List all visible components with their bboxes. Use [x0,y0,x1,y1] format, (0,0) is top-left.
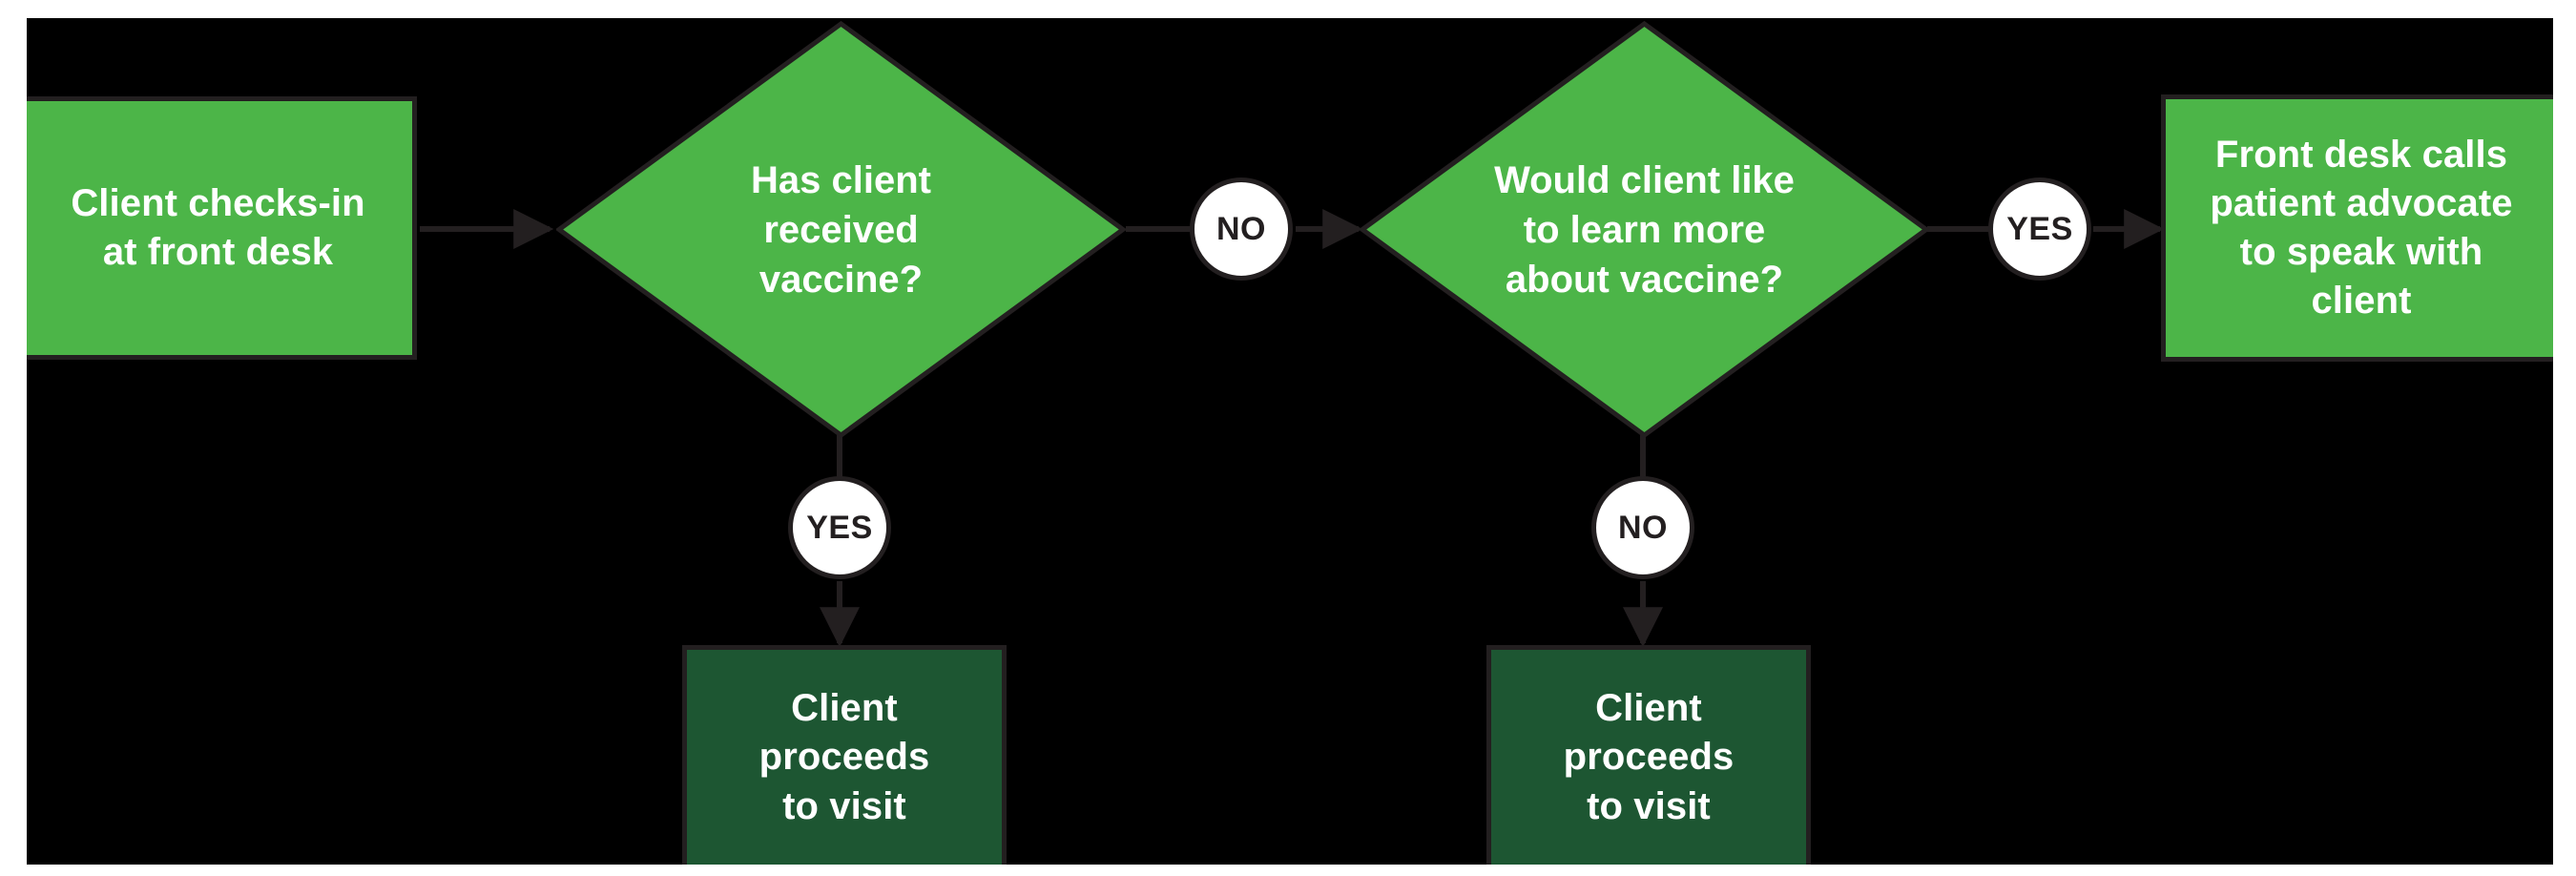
edge-label-yes-decision1-down[interactable]: YES [788,476,891,579]
node-label: Front desk calls patient advocate to spe… [2210,133,2513,323]
flowchart-canvas: Client checks-in at front desk Has clien… [27,18,2553,865]
node-client-proceeds-to-visit-left[interactable]: Client proceeds to visit [682,645,1007,865]
node-has-client-received-vaccine[interactable]: Has client received vaccine? [556,21,1126,438]
edge-label-no-between-decisions[interactable]: NO [1190,177,1293,281]
diamond-shape [1360,21,1929,438]
node-would-client-learn-more[interactable]: Would client like to learn more about va… [1360,21,1929,438]
edge-label-no-decision2-down[interactable]: NO [1591,476,1694,579]
diamond-shape [556,21,1126,438]
node-front-desk-calls-advocate[interactable]: Front desk calls patient advocate to spe… [2161,94,2553,362]
node-label: Client checks-in at front desk [71,181,365,273]
edge-label-text: NO [1618,509,1668,546]
edge-label-yes-decision2-right[interactable]: YES [1988,177,2091,281]
node-label: Client proceeds to visit [758,687,930,827]
node-client-checks-in[interactable]: Client checks-in at front desk [27,96,417,360]
node-label: Client proceeds to visit [1563,687,1735,827]
edge-label-text: YES [806,509,873,546]
node-client-proceeds-to-visit-right[interactable]: Client proceeds to visit [1486,645,1811,865]
edge-label-text: YES [2006,210,2073,247]
edge-label-text: NO [1216,210,1266,247]
